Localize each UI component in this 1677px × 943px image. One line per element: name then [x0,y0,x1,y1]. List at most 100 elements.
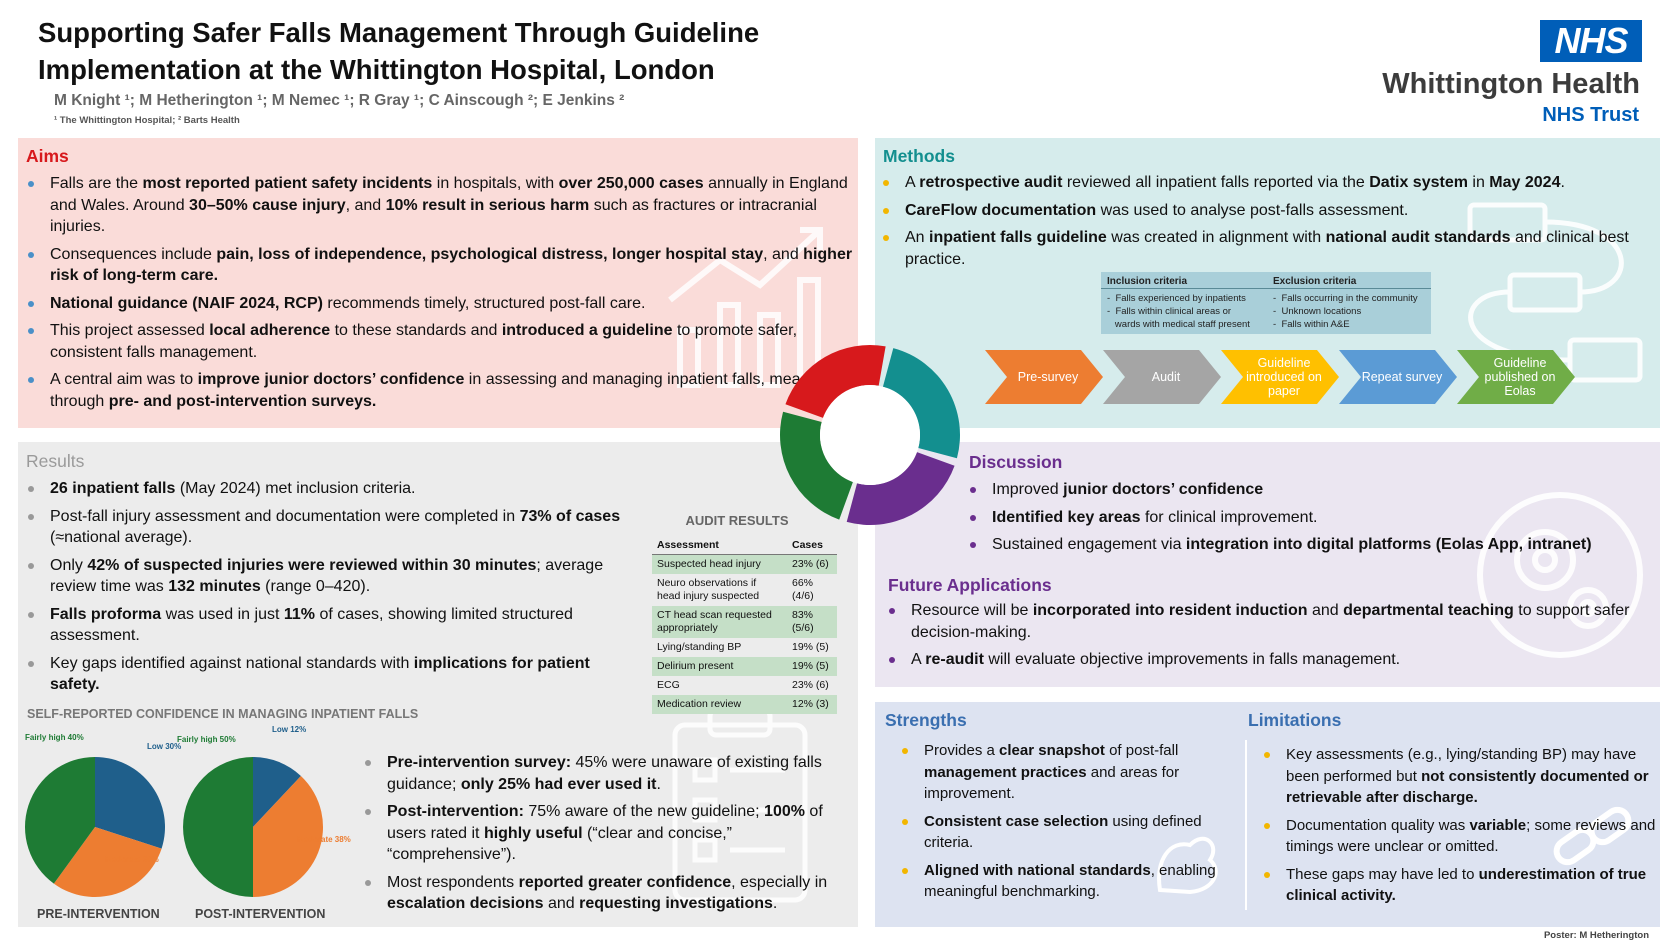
pie-caption: POST-INTERVENTION [195,907,326,921]
pie-slice-fairly-high [183,757,253,897]
bold-text: inpatient falls guideline [929,229,1107,246]
text: A [905,174,920,191]
poster-title-line-1: Supporting Safer Falls Management Throug… [38,17,760,48]
audit-cell-cases: 66% (4/6) [792,577,814,602]
organisation-name: Whittington Health [1382,68,1640,100]
list-item: Improved junior doctors’ confidence [968,479,1658,501]
audit-cell-cases: 23% (6) [792,679,829,691]
text: was created in alignment with [1106,229,1326,246]
bold-text: management practices [924,763,1087,781]
text: (range 0–420). [260,578,371,595]
bold-text: 132 minutes [168,578,261,595]
text: and clinical best practice. [905,229,1629,268]
text: , especially in [731,873,828,891]
bold-text: pain, loss of independence, psychologica… [216,245,764,263]
list-item: Key assessments (e.g., lying/standing BP… [1262,744,1657,809]
bold-text: not consistently documented or retrievab… [1286,767,1649,807]
audit-cell-assessment: Neuro observations if head injury suspec… [657,577,760,602]
flow-step-chevron [1457,350,1575,404]
broken-link-icon [1553,806,1632,866]
text: Key assessments (e.g., lying/standing BP… [1286,746,1637,785]
text: Documentation quality was [1286,816,1470,834]
pie-caption: PRE-INTERVENTION [37,907,160,921]
audit-cell-assessment: Lying/standing BP [657,641,742,653]
text: Consequences include [50,245,217,263]
confidence-pie [183,757,323,897]
pie-slice-label: Fairly high 40% [25,733,84,742]
future-applications-list: Resource will be incorporated into resid… [887,600,1657,677]
text: 45% were unaware of existing falls guida… [387,754,822,793]
text: A central aim was to [50,371,198,388]
list-item: National guidance (NAIF 2024, RCP) recom… [26,293,858,315]
bold-text: only 25% had ever used it [460,775,657,793]
flow-step-label: Repeat survey [1361,370,1443,384]
pie-slice-label: Low 30% [147,742,182,751]
text: to promote safer, consistent falls manag… [50,322,798,361]
bold-text: reported greater confidence [518,873,732,891]
bold-text: local adherence [209,322,331,339]
pie-slice-moderate [253,775,323,897]
text: Key gaps identified against national sta… [50,654,414,672]
limitations-heading: Limitations [1248,710,1342,730]
audit-cell-assessment: Medication review [652,695,787,714]
list-item: Consistent case selection using defined … [900,811,1240,854]
bold-text: Post-intervention: [387,803,524,820]
list-item: An inpatient falls guideline was created… [881,227,1651,270]
text: for clinical improvement. [1140,508,1318,526]
flow-step-chevron [1103,350,1221,404]
ring-segment-results [780,411,853,520]
audit-cell-assessment: CT head scan requested appropriately [652,606,787,638]
bold-text: 100% [764,803,805,820]
bold-text: most reported patient safety incidents [142,175,433,192]
ring-segment-discussion [846,452,955,525]
ring-segment-methods [882,348,960,459]
bold-text: underestimation of true clinical activit… [1286,865,1647,905]
audit-cell-assessment: ECG [657,679,680,691]
audit-cell-assessment: Delirium present [652,657,787,676]
bold-text: 11% [283,605,316,623]
list-item: This project assessed local adherence to… [26,320,858,363]
bold-text: junior doctors’ confidence [1063,481,1264,498]
text: 75% aware of the new guideline; [523,803,765,820]
bold-text: integration into digital platforms (Eola… [1185,536,1592,553]
pie-slice-low [95,757,165,849]
confidence-pie [24,757,165,897]
inclusion-item: wards with medical staff present [1114,319,1250,330]
text: Provides a [924,742,1000,759]
exclusion-item: Falls occurring in the community [1281,293,1418,304]
survey-results-list: Pre-intervention survey: 45% were unawar… [363,752,853,921]
text: , enabling meaningful benchmarking. [924,861,1216,901]
bold-text: over 250,000 cases [558,175,704,192]
text: This project assessed [50,322,210,339]
bold-text: retrospective audit [919,174,1063,191]
pie-slice-label: Moderate 30% [105,855,159,864]
text: and [1307,602,1344,619]
organisation-trust: NHS Trust [1542,104,1639,126]
exclusion-criteria-list: - Falls occurring in the community - Unk… [1273,293,1418,330]
list-item: A retrospective audit reviewed all inpat… [881,172,1651,194]
text: (May 2024) met inclusion criteria. [175,480,416,497]
text: ; average review time was [50,556,604,596]
bold-text: Aligned with national standards [924,861,1151,879]
pie-slice-label: Fairly high 50% [177,735,236,744]
list-item: Key gaps identified against national sta… [26,653,626,696]
strengths-heading: Strengths [885,710,967,730]
audit-cell-cases: 19% (5) [792,641,829,653]
bold-text: departmental teaching [1343,602,1514,619]
exclusion-item: Falls within A&E [1281,319,1350,330]
flow-step-label: Guideline introduced on paper [1246,356,1322,398]
future-applications-heading: Future Applications [888,575,1052,595]
list-item: Post-intervention: 75% aware of the new … [363,801,853,866]
pie-slice-low [253,757,301,827]
bold-text: introduced a guideline [501,322,673,339]
bold-text: re-audit [925,651,984,668]
bold-text: Datix system [1369,174,1468,191]
list-item: Falls proforma was used in just 11% of c… [26,604,626,647]
table-row: ECG 23% (6) [652,676,837,695]
audit-cell-cases: 23% (6) [787,554,837,574]
text: annually in England and Wales. Around [50,175,848,214]
